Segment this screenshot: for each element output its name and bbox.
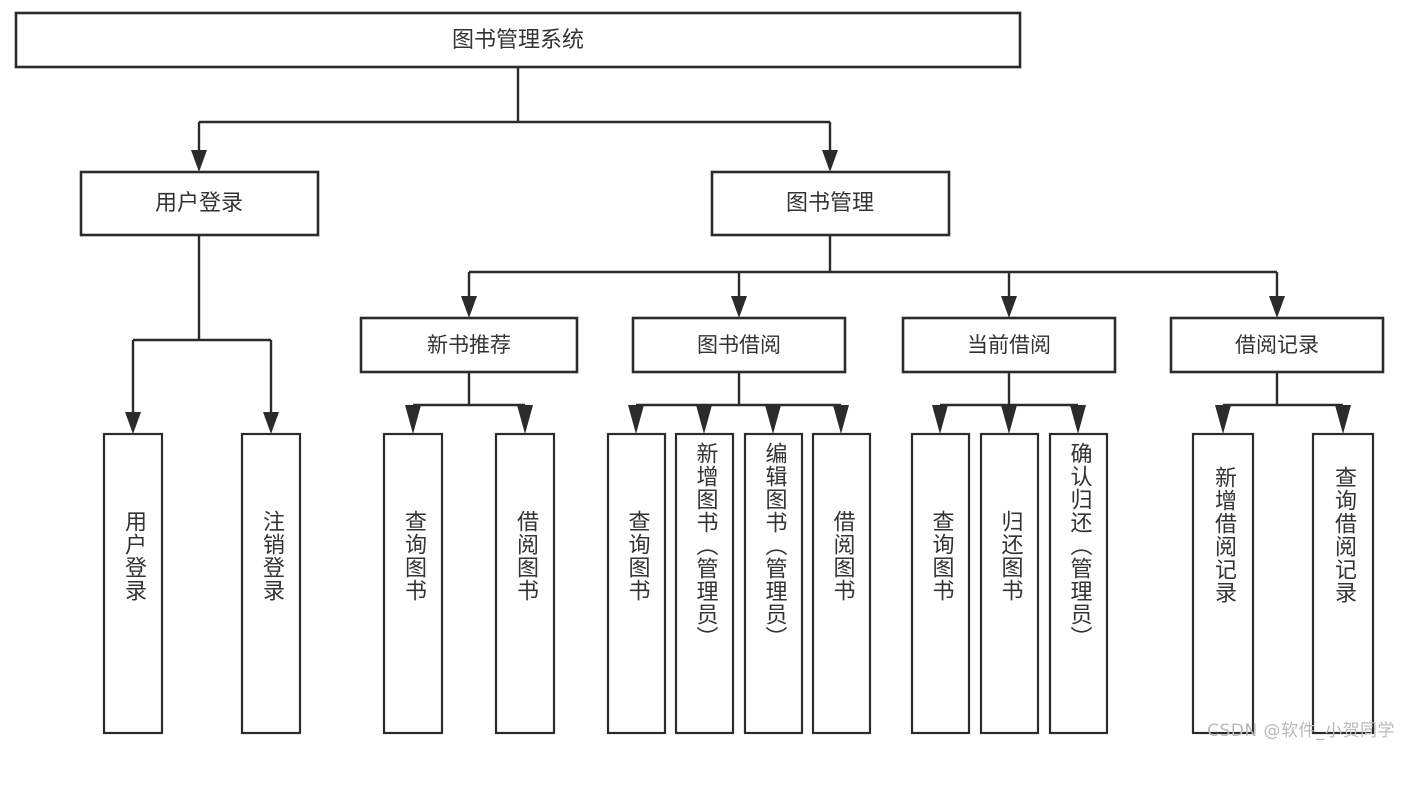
node-root-label: 图书管理系统 xyxy=(452,28,584,53)
node-new-book-recommend-box[interactable] xyxy=(359,316,579,374)
arrow-to-borrow-record xyxy=(1269,296,1285,318)
arrow-newbook-leaf-2 xyxy=(517,405,533,434)
arrow-to-book-mgmt xyxy=(822,150,838,172)
node-leaf-cb-query-box[interactable] xyxy=(910,432,971,735)
arrow-newbook-leaf-1 xyxy=(405,405,421,434)
arrow-bookborrow-leaf-3 xyxy=(765,405,781,434)
node-leaf-cb-return-box[interactable] xyxy=(979,432,1040,735)
arrow-bookborrow-leaf-4 xyxy=(833,405,849,434)
arrow-to-book-borrow xyxy=(731,296,747,318)
node-leaf-bb-query-box[interactable] xyxy=(606,432,667,735)
arrow-to-new-book xyxy=(461,296,477,318)
arrow-to-current-borrow xyxy=(1001,296,1017,318)
node-leaf-br-add-box[interactable] xyxy=(1191,432,1255,735)
csdn-watermark: CSDN @软件_小贺同学 xyxy=(1207,721,1395,741)
node-new-book-recommend-label: 新书推荐 xyxy=(427,333,511,357)
arrow-userlogin-leaf-1 xyxy=(125,412,141,434)
node-user-login-box[interactable] xyxy=(79,170,320,237)
node-leaf-bb-add-box[interactable] xyxy=(674,432,735,735)
node-leaf-bb-edit-box[interactable] xyxy=(743,432,804,735)
node-leaf-user-login-box[interactable] xyxy=(102,432,164,735)
arrow-bookborrow-leaf-1 xyxy=(628,405,644,434)
flowchart-svg: 图书管理系统 用户登录 图书管理 新书推荐 图书借阅 当前借阅 借阅记录 xyxy=(14,11,1385,735)
arrow-to-user-login xyxy=(191,150,207,172)
arrow-borrowrecord-leaf-1 xyxy=(1215,405,1231,434)
diagram-canvas: 图书管理系统 用户登录 图书管理 新书推荐 图书借阅 当前借阅 借阅记录 xyxy=(14,11,1395,741)
node-current-borrow-box[interactable] xyxy=(901,316,1117,374)
node-leaf-cb-confirm-box[interactable] xyxy=(1048,432,1109,735)
arrow-currentborrow-leaf-3 xyxy=(1070,405,1086,434)
node-book-mgmt-box[interactable] xyxy=(710,170,951,237)
node-borrow-record-label: 借阅记录 xyxy=(1235,333,1319,357)
node-leaf-br-query-box[interactable] xyxy=(1311,432,1375,735)
node-leaf-newbook-query-box[interactable] xyxy=(382,432,444,735)
arrow-currentborrow-leaf-1 xyxy=(932,405,948,434)
node-book-borrow-label: 图书借阅 xyxy=(697,333,781,357)
arrow-borrowrecord-leaf-2 xyxy=(1335,405,1351,434)
arrow-bookborrow-leaf-2 xyxy=(696,405,712,434)
node-user-login-label: 用户登录 xyxy=(155,191,243,216)
node-layer: 图书管理系统 用户登录 图书管理 新书推荐 图书借阅 当前借阅 借阅记录 xyxy=(14,11,1385,735)
connector-layer xyxy=(125,67,1351,434)
node-book-borrow-box[interactable] xyxy=(631,316,847,374)
node-leaf-logout-box[interactable] xyxy=(240,432,302,735)
node-leaf-bb-borrow-box[interactable] xyxy=(811,432,872,735)
node-current-borrow-label: 当前借阅 xyxy=(967,333,1051,357)
arrow-currentborrow-leaf-2 xyxy=(1001,405,1017,434)
node-root-box[interactable] xyxy=(14,11,1022,69)
node-leaf-newbook-borrow-box[interactable] xyxy=(494,432,556,735)
node-borrow-record-box[interactable] xyxy=(1169,316,1385,374)
node-book-mgmt-label: 图书管理 xyxy=(786,191,874,216)
arrow-userlogin-leaf-2 xyxy=(263,412,279,434)
